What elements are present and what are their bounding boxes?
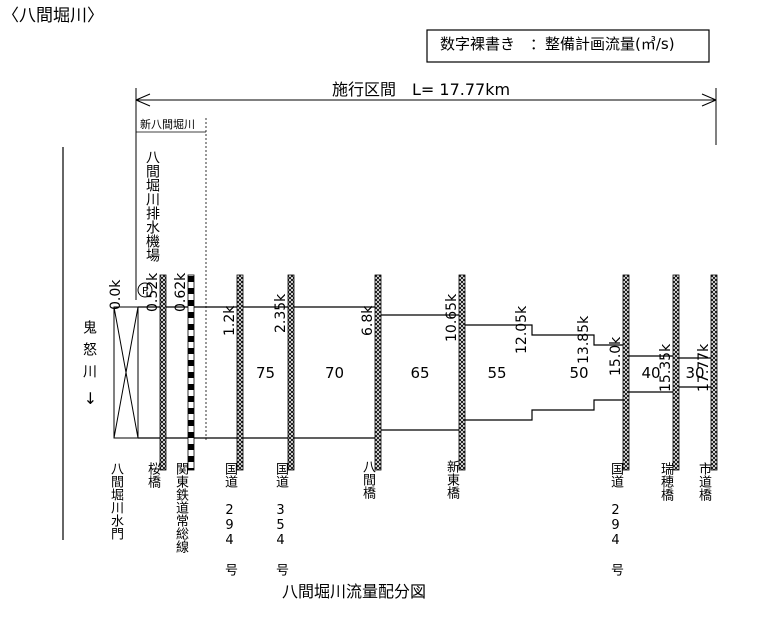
station-name-label: 瑞穂橋 <box>658 462 673 501</box>
station-name-label: 国道 354 号 <box>273 462 288 576</box>
bridge-columns <box>159 274 718 471</box>
pump-symbol-letter: P <box>142 286 148 297</box>
station-column <box>236 274 244 471</box>
station-column <box>622 274 630 471</box>
flow-value-label: 30 <box>685 364 705 382</box>
river-section-title: 〈八間堀川〉 <box>2 6 104 26</box>
station-column <box>710 274 718 471</box>
station-km-label: 12.05k <box>514 305 530 354</box>
channel-lower-bank <box>138 386 714 439</box>
diagram-caption: 八間堀川流量配分図 <box>282 582 427 601</box>
station-km-label: 2.35k <box>273 293 289 333</box>
flow-value-label: 65 <box>410 364 430 382</box>
station-column <box>374 274 382 471</box>
downstream-arrow: ← <box>80 391 100 405</box>
kinugawa-label: 鬼怒川 <box>81 320 97 386</box>
station-column <box>458 274 466 471</box>
flow-value-label: 75 <box>255 364 276 382</box>
station-name-label: 八間橋 <box>360 460 375 499</box>
station-column <box>672 274 680 471</box>
station-column <box>187 274 195 471</box>
station-km-label: 1.2k <box>222 305 238 336</box>
channel-outline <box>138 306 714 439</box>
station-km-label: 0.0k <box>108 279 124 310</box>
station-km-label: 0.62k <box>173 272 189 312</box>
span-arrow-left-head <box>135 93 151 107</box>
flow-value-label: 50 <box>569 364 589 382</box>
flow-value-label: 70 <box>324 364 345 382</box>
channel-upper-bank <box>138 306 714 359</box>
station-name-label: 市道橋 <box>696 462 711 501</box>
station-km-label: 0.52k <box>145 272 161 312</box>
pump-station-symbol <box>137 282 153 298</box>
water-gate-cross <box>113 306 139 439</box>
station-km-label: 10.65k <box>444 293 460 342</box>
station-name-label: 八間堀川水門 <box>108 462 123 540</box>
station-column <box>159 274 167 471</box>
station-km-label: 13.85k <box>576 315 592 364</box>
flow-value-label: 55 <box>487 364 507 382</box>
station-name-label: 国道 294 号 <box>222 462 237 576</box>
pump-station-label: 八間堀川排水機場 <box>144 150 160 262</box>
span-arrow-right-head <box>701 93 717 107</box>
station-column <box>287 274 295 471</box>
station-name-label: 関東鉄道常総線 <box>173 462 188 553</box>
legend-text: 数字裸書き ：整備計画流量(㎥/s) <box>440 35 675 53</box>
station-name-label: 新東橋 <box>444 460 459 499</box>
flow-value-label: 40 <box>641 364 661 382</box>
legend-box <box>426 29 710 63</box>
span-label: 施行区間 L= 17.77km <box>332 80 511 99</box>
station-km-label: 15.0k <box>608 336 624 376</box>
station-name-label: 国道 294 号 <box>608 462 623 576</box>
station-km-label: 6.8k <box>360 305 376 336</box>
sub-span-label: 新八間堀川 <box>140 118 195 131</box>
station-name-label: 桜橋 <box>145 462 160 488</box>
